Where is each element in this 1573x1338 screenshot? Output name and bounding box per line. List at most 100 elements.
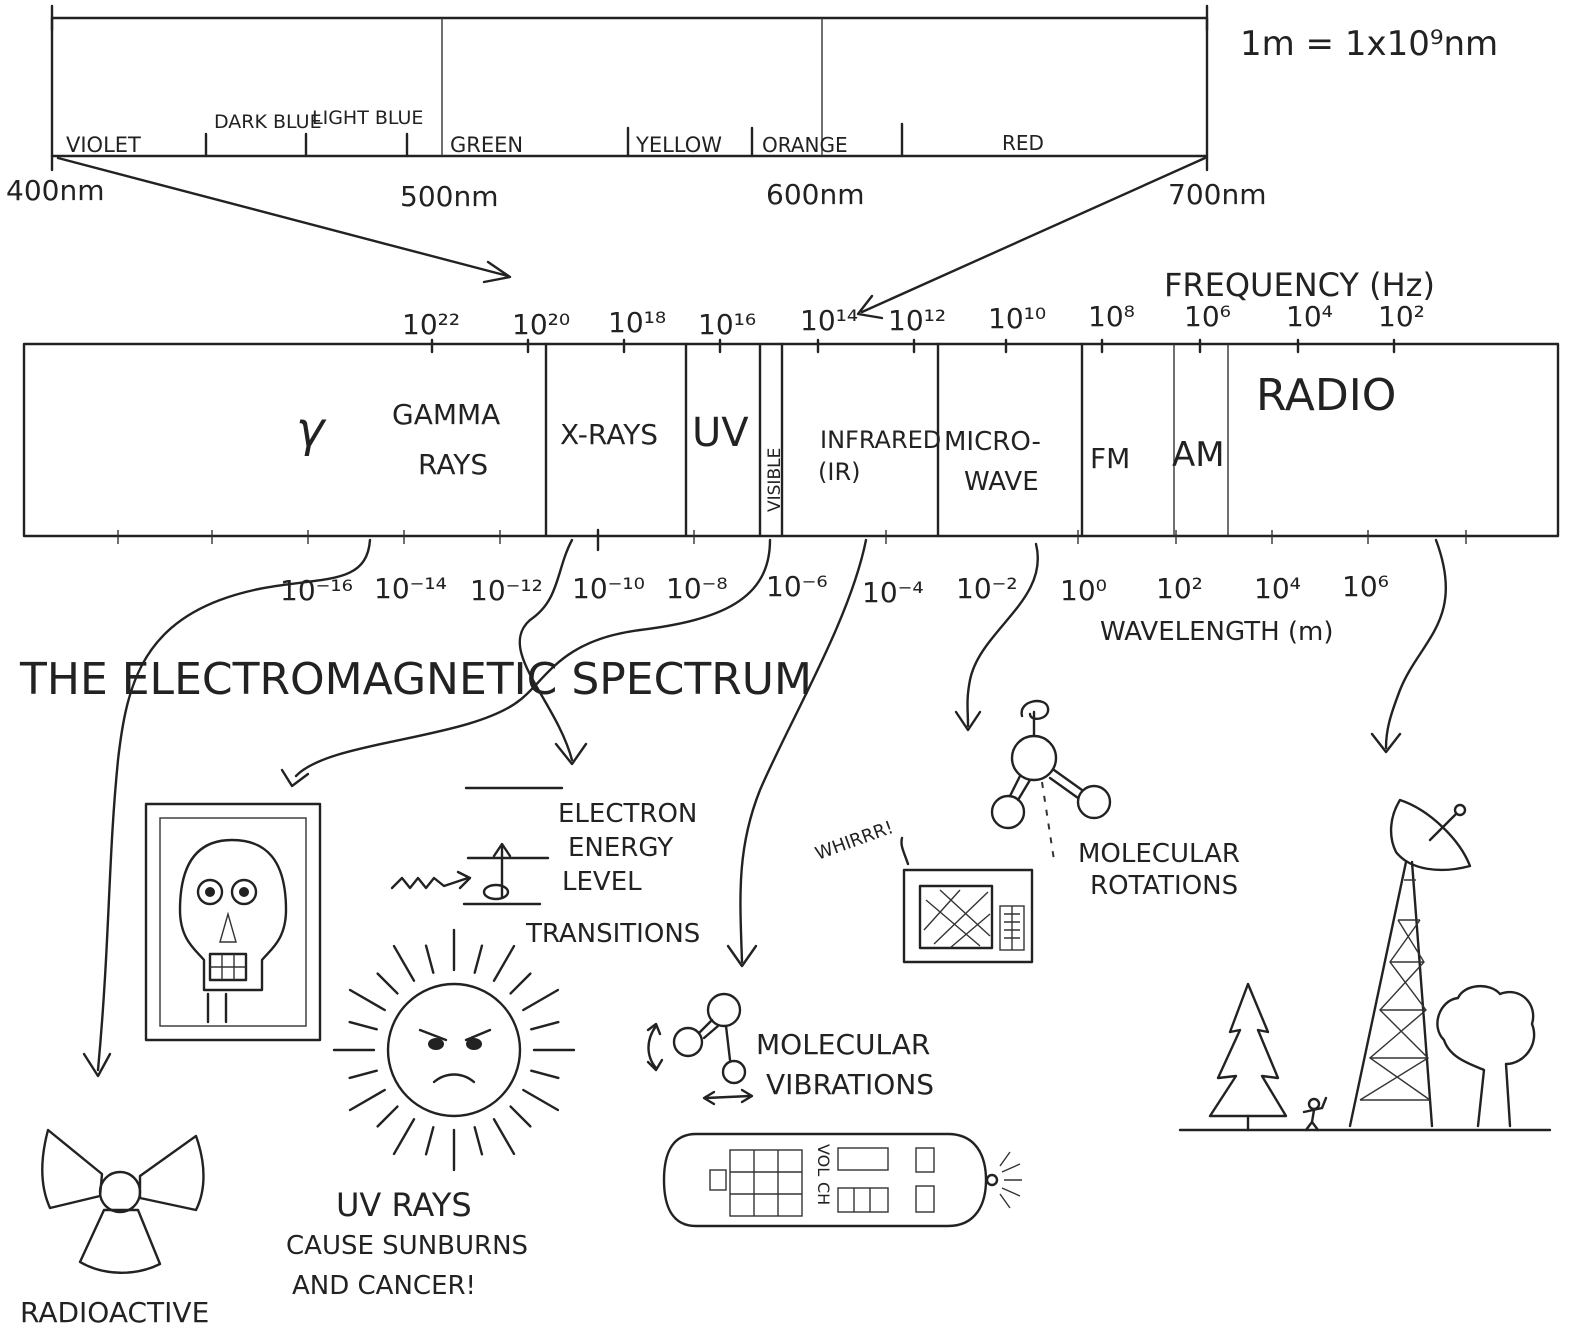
electron-label-1: ELECTRON	[558, 799, 697, 829]
frequency-axis-title: FREQUENCY (Hz)	[1164, 266, 1435, 304]
wavelength-axis-title: WAVELENGTH (m)	[1100, 617, 1334, 647]
color-label-orange: ORANGE	[762, 133, 848, 157]
frequency-tick-label: 10¹⁸	[608, 306, 666, 339]
angry-sun-icon	[332, 928, 576, 1172]
sun-ray	[392, 1118, 416, 1156]
sun-ray	[509, 1105, 532, 1128]
band-label-xrays: X-RAYS	[560, 418, 658, 451]
frequency-tick-label: 10²⁰	[512, 308, 570, 341]
vibrating-molecule-icon	[646, 992, 754, 1106]
color-label-red: RED	[1002, 131, 1044, 155]
vibrations-label-1: MOLECULAR	[756, 1028, 930, 1061]
unit-conversion-note: 1m = 1x10⁹nm	[1240, 24, 1498, 64]
band-label-micro: MICRO-	[944, 427, 1041, 457]
frequency-tick-label: 10⁴	[1286, 300, 1333, 333]
sun-ray	[530, 1020, 560, 1031]
sun-ray	[473, 944, 484, 974]
spectrum-bar	[22, 342, 1560, 538]
band-label-visible: VISIBLE	[765, 448, 785, 512]
page-title: THE ELECTROMAGNETIC SPECTRUM	[19, 654, 812, 705]
electron-label-3: LEVEL	[562, 867, 642, 897]
uv-note-line-3: AND CANCER!	[292, 1271, 476, 1301]
sun-ray	[530, 1069, 560, 1080]
sun-ray	[348, 1020, 378, 1031]
frequency-tick-label: 10⁶	[1184, 300, 1231, 333]
gamma-symbol: γ	[296, 402, 327, 458]
frequency-tick-label: 10²²	[402, 308, 460, 341]
sun-ray	[348, 988, 386, 1012]
microwave-oven-icon	[900, 836, 1034, 964]
color-label-dark-blue: DARK BLUE	[214, 111, 322, 133]
sun-ray	[348, 1088, 386, 1112]
sun-ray	[473, 1126, 484, 1156]
wavelength-tick-label: 10⁻²	[956, 572, 1018, 605]
frequency-tick-label: 10²	[1378, 300, 1425, 333]
wavelength-tick-label: 10⁶	[1342, 570, 1389, 603]
wavelength-tick-label: 10⁻⁴	[862, 576, 924, 609]
rotations-label-2: ROTATIONS	[1090, 871, 1238, 901]
zoom-arrows	[56, 156, 1207, 320]
wavelength-label-600nm: 600nm	[766, 178, 864, 211]
sun-ray	[492, 944, 516, 982]
radio-tower-scene	[1178, 798, 1552, 1132]
color-label-green: GREEN	[450, 133, 523, 157]
frequency-tick-label: 10¹⁰	[988, 302, 1046, 335]
sun-ray	[392, 944, 416, 982]
electron-energy-level-icon	[390, 786, 564, 906]
sun-ray	[522, 1088, 560, 1112]
sun-ray	[509, 972, 532, 995]
band-label-gamma: GAMMA	[392, 398, 500, 431]
wavelength-tick-label: 10⁻¹²	[470, 574, 543, 607]
wavelength-tick-label: 10⁻⁸	[666, 572, 728, 605]
radioactive-label: RADIOACTIVE	[20, 1296, 209, 1329]
band-label-wave: WAVE	[964, 467, 1039, 497]
sun-ray	[522, 988, 560, 1012]
uv-note-line-1: UV RAYS	[336, 1186, 472, 1224]
wavelength-label-400nm: 400nm	[6, 174, 104, 207]
wavelength-tick-label: 10⁻¹⁰	[572, 572, 645, 605]
wavelength-label-700nm: 700nm	[1168, 178, 1266, 211]
sun-ray	[492, 1118, 516, 1156]
wavelength-tick-label: 10⁻¹⁴	[374, 572, 447, 605]
wavelength-tick-label: 10²	[1156, 572, 1203, 605]
frequency-tick-label: 10⁸	[1088, 300, 1135, 333]
color-label-violet: VIOLET	[66, 133, 141, 157]
frequency-tick-label: 10¹⁴	[800, 304, 858, 337]
wavelength-ticks: 10⁻¹⁶ 10⁻¹⁴ 10⁻¹² 10⁻¹⁰ 10⁻⁸ 10⁻⁶ 10⁻⁴ 1…	[117, 528, 1467, 609]
remote-label-ch: CH	[814, 1182, 833, 1205]
color-label-light-blue: LIGHT BLUE	[312, 107, 423, 129]
wavelength-tick-label: 10⁻¹⁶	[280, 574, 353, 607]
band-label-gamma-rays: RAYS	[418, 448, 488, 481]
tv-remote-icon	[662, 1132, 1022, 1228]
electron-label-4: TRANSITIONS	[525, 919, 700, 949]
rotating-molecule-icon	[990, 699, 1112, 861]
band-label-am: AM	[1172, 435, 1225, 475]
band-label-fm: FM	[1090, 442, 1130, 475]
remote-label-vol: VOL	[814, 1144, 833, 1176]
sun-ray	[348, 1069, 378, 1080]
electron-label-2: ENERGY	[568, 833, 673, 863]
frequency-ticks: 10²² 10²⁰ 10¹⁸ 10¹⁶ 10¹⁴ 10¹² 10¹⁰ 10⁸ 1…	[402, 300, 1425, 354]
frequency-tick-label: 10¹²	[888, 304, 946, 337]
radioactive-icon	[41, 1128, 205, 1274]
frequency-tick-label: 10¹⁶	[698, 308, 756, 341]
sun-ray	[424, 944, 435, 974]
rotations-label-1: MOLECULAR	[1078, 839, 1240, 869]
wavelength-tick-label: 10⁴	[1254, 572, 1301, 605]
band-label-ir: (IR)	[818, 458, 860, 486]
sun-ray	[376, 972, 399, 995]
visible-spectrum-box	[50, 4, 1209, 172]
wavelength-tick-label: 10⁰	[1060, 574, 1107, 607]
sun-ray	[424, 1126, 435, 1156]
band-label-infrared: INFRARED	[820, 426, 941, 454]
wavelength-label-500nm: 500nm	[400, 180, 498, 213]
band-label-uv: UV	[692, 410, 749, 456]
connector-arrows	[82, 538, 1448, 1078]
color-label-yellow: YELLOW	[635, 133, 722, 157]
vibrations-label-2: VIBRATIONS	[766, 1068, 934, 1101]
wavelength-tick-label: 10⁻⁶	[766, 570, 828, 603]
xray-skull-icon	[144, 802, 322, 1042]
band-label-radio: RADIO	[1256, 370, 1396, 421]
uv-note-line-2: CAUSE SUNBURNS	[286, 1231, 528, 1261]
